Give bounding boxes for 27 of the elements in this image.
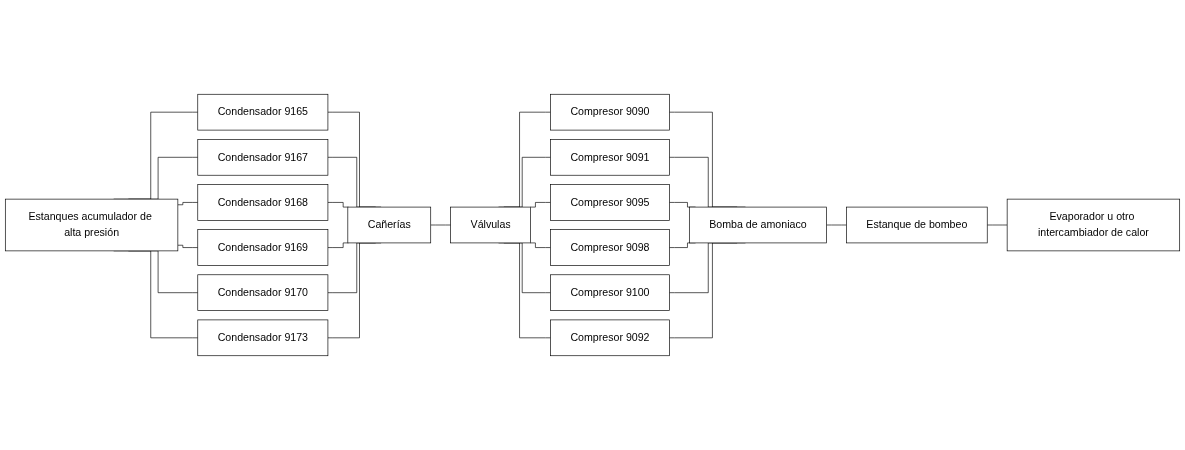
connector (327, 242, 349, 248)
connector (826, 224, 847, 226)
node-box: Compresor 9090 (550, 93, 670, 131)
node-box: Compresor 9098 (550, 229, 670, 266)
connector (529, 202, 551, 208)
node-box: Condensador 9170 (197, 274, 329, 311)
node-box: Condensador 9173 (197, 319, 329, 357)
connector (986, 224, 1008, 226)
node-box: Compresor 9095 (550, 184, 670, 221)
node-box: Condensador 9169 (197, 229, 329, 266)
node-box: Condensador 9167 (197, 139, 329, 176)
node-box: Estanque de bombeo (846, 206, 988, 244)
node-box: Estanques acumulador de alta presión (4, 198, 179, 252)
node-box: Compresor 9092 (550, 319, 670, 357)
connector (430, 224, 451, 226)
node-box: Válvulas (450, 206, 531, 244)
node-box: Condensador 9168 (197, 184, 329, 221)
node-box: Condensador 9165 (197, 93, 329, 131)
node-box: Cañerías (347, 206, 432, 244)
connector (529, 242, 551, 248)
connector (177, 244, 199, 248)
node-box: Bomba de amoniaco (689, 206, 827, 244)
node-box: Compresor 9100 (550, 274, 670, 311)
connector (327, 202, 349, 208)
connector (177, 202, 199, 206)
node-box: Evaporador u otro intercambiador de calor (1006, 198, 1180, 252)
node-box: Compresor 9091 (550, 139, 670, 176)
